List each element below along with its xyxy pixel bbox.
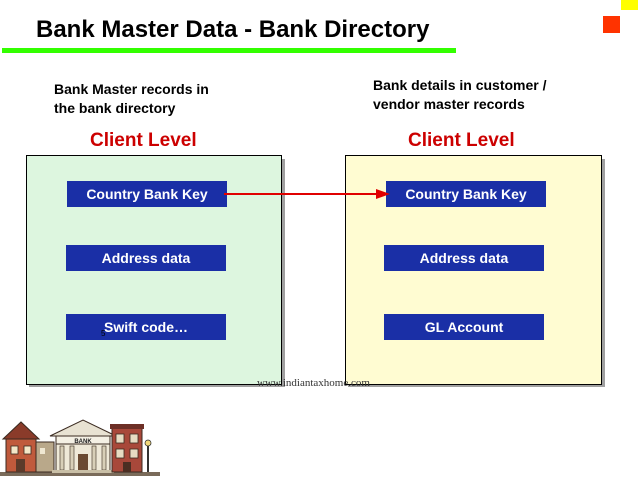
- left-field-country-bank-key: Country Bank Key: [67, 181, 227, 207]
- right-field-country-bank-key: Country Bank Key: [386, 181, 546, 207]
- left-field-swift-code-text: 5 Swift code…: [101, 319, 188, 338]
- left-field-address-data: Address data: [66, 245, 226, 271]
- right-level-label: Client Level: [408, 130, 515, 151]
- title-underline: [2, 48, 456, 53]
- right-field-address-data: Address data: [384, 245, 544, 271]
- right-caption: Bank details in customer / vendor master…: [373, 76, 547, 114]
- right-caption-line-1: Bank details in customer /: [373, 77, 547, 93]
- right-field-country-bank-key-label: Country Bank Key: [405, 186, 527, 202]
- bank-sign-text: BANK: [74, 439, 92, 445]
- connector-arrow: [224, 189, 390, 199]
- corner-accent-red: [603, 16, 620, 33]
- left-caption-line-2: the bank directory: [54, 100, 176, 116]
- right-field-gl-account: GL Account: [384, 314, 544, 340]
- slide-title: Bank Master Data - Bank Directory: [36, 16, 430, 43]
- left-field-swift-code-label: Swift code…: [103, 319, 188, 335]
- right-field-gl-account-label: GL Account: [424, 319, 504, 335]
- left-field-country-bank-key-label: Country Bank Key: [86, 186, 208, 202]
- left-field-address-data-label: Address data: [101, 250, 191, 266]
- left-caption-line-1: Bank Master records in: [54, 81, 209, 97]
- left-level-label: Client Level: [90, 130, 197, 151]
- watermark: www.indiantaxhome.com: [257, 377, 370, 389]
- left-field-swift-code: 5 Swift code…: [66, 314, 226, 340]
- right-field-address-data-label: Address data: [419, 250, 509, 266]
- corner-accent-yellow: [621, 0, 638, 10]
- right-caption-line-2: vendor master records: [373, 96, 525, 112]
- bank-building-icon: BANK: [0, 419, 160, 476]
- page-number: 5: [100, 329, 106, 338]
- left-caption: Bank Master records in the bank director…: [54, 80, 209, 118]
